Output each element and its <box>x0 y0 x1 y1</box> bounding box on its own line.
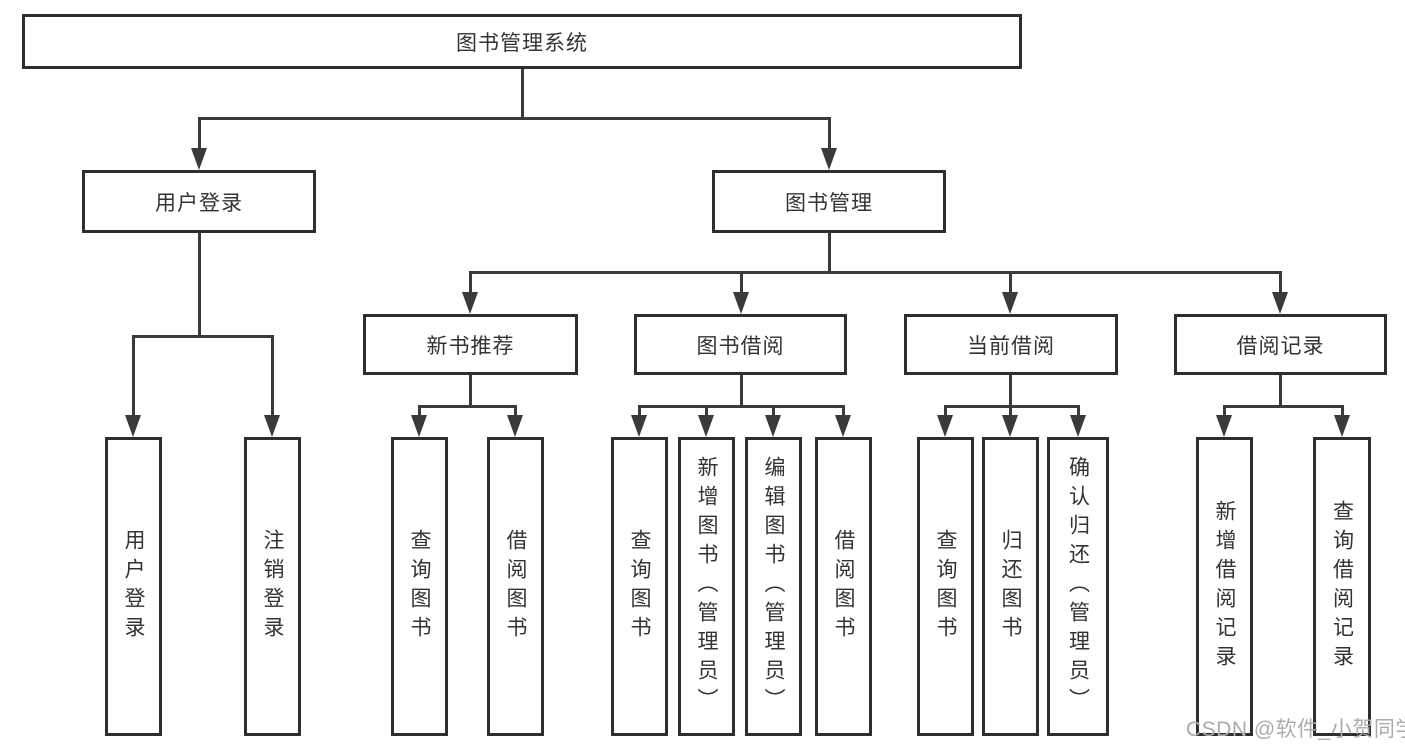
arrow-down-icon <box>191 148 207 170</box>
connector-book-mgmt-drop <box>828 232 831 273</box>
arrow-down-icon <box>411 415 427 437</box>
leaf-label: 查询图书 <box>628 528 651 645</box>
node-root: 图书管理系统 <box>22 14 1022 69</box>
node-current-borrowing-label: 当前借阅 <box>967 334 1055 358</box>
arrow-down-icon <box>1216 415 1232 437</box>
connector-stem-new-books <box>469 271 472 294</box>
leaf-label: 归还图书 <box>999 528 1022 645</box>
node-book-borrowing: 图书借阅 <box>634 314 847 375</box>
connector-stem-leaf <box>418 405 421 417</box>
arrow-down-icon <box>507 415 523 437</box>
connector-stem-user-login <box>198 117 201 150</box>
connector-user-login-drop <box>198 232 201 337</box>
leaf-edit-books-admin: 编辑图书（管理员） <box>745 437 802 736</box>
connector-stem-book-mgmt <box>828 117 831 150</box>
arrow-down-icon <box>1272 292 1288 314</box>
connector-current-borrow-drop <box>1009 375 1012 407</box>
leaf-label: 编辑图书（管理员） <box>762 456 785 717</box>
leaf-query-books-current: 查询图书 <box>917 437 974 736</box>
node-book-management-label: 图书管理 <box>785 191 873 215</box>
node-user-login: 用户登录 <box>82 170 316 233</box>
leaf-label: 注销登录 <box>261 528 284 645</box>
leaf-label: 借阅图书 <box>832 528 855 645</box>
arrow-down-icon <box>937 415 953 437</box>
leaf-confirm-return-admin: 确认归还（管理员） <box>1047 437 1109 736</box>
connector-stem-leaf-login <box>132 335 135 417</box>
connector-stem-book-borrow <box>740 271 743 294</box>
arrow-down-icon <box>765 415 781 437</box>
node-borrowing-records-label: 借阅记录 <box>1236 334 1325 358</box>
leaf-label: 新增图书（管理员） <box>695 456 718 717</box>
node-user-login-label: 用户登录 <box>155 191 243 215</box>
node-current-borrowing: 当前借阅 <box>904 314 1118 375</box>
arrow-down-icon <box>1334 415 1350 437</box>
connector-root-drop <box>521 69 524 119</box>
leaf-user-login: 用户登录 <box>105 437 162 736</box>
connector-borrow-records-splitter <box>1223 405 1344 408</box>
connector-stem-leaf <box>638 405 641 417</box>
leaf-label: 用户登录 <box>122 528 145 645</box>
leaf-label: 新增借阅记录 <box>1213 499 1236 674</box>
connector-current-borrow-splitter <box>944 405 1080 408</box>
leaf-borrow-books-recommend: 借阅图书 <box>487 437 544 736</box>
connector-book-borrow-drop <box>740 375 743 407</box>
connector-stem-leaf <box>705 405 708 417</box>
leaf-query-books-recommend: 查询图书 <box>391 437 448 736</box>
connector-stem-leaf-logout <box>271 335 274 417</box>
arrow-down-icon <box>1002 292 1018 314</box>
arrow-down-icon <box>1070 415 1086 437</box>
leaf-label: 借阅图书 <box>504 528 527 645</box>
node-borrowing-records: 借阅记录 <box>1174 314 1387 375</box>
node-book-management: 图书管理 <box>712 170 946 233</box>
arrow-down-icon <box>1002 415 1018 437</box>
leaf-add-books-admin: 新增图书（管理员） <box>678 437 735 736</box>
leaf-add-borrow-record: 新增借阅记录 <box>1196 437 1253 736</box>
arrow-down-icon <box>733 292 749 314</box>
leaf-borrow-books-borrowing: 借阅图书 <box>815 437 872 736</box>
arrow-down-icon <box>698 415 714 437</box>
connector-stem-borrow-records <box>1279 271 1282 294</box>
connector-stem-leaf <box>842 405 845 417</box>
connector-new-books-drop <box>469 375 472 407</box>
connector-book-borrow-splitter <box>638 405 845 408</box>
connector-level3-splitter <box>469 271 1282 274</box>
arrow-down-icon <box>462 292 478 314</box>
leaf-return-books: 归还图书 <box>982 437 1039 736</box>
leaf-label: 查询图书 <box>408 528 431 645</box>
node-new-book-recommend-label: 新书推荐 <box>426 334 515 358</box>
connector-stem-leaf <box>1341 405 1344 417</box>
connector-stem-leaf <box>1077 405 1080 417</box>
leaf-query-books-borrowing: 查询图书 <box>611 437 668 736</box>
arrow-down-icon <box>264 415 280 437</box>
leaf-label: 查询图书 <box>934 528 957 645</box>
connector-stem-leaf <box>514 405 517 417</box>
connector-stem-leaf <box>1009 405 1012 417</box>
connector-new-books-splitter <box>418 405 517 408</box>
arrow-down-icon <box>821 148 837 170</box>
node-book-borrowing-label: 图书借阅 <box>696 334 785 358</box>
arrow-down-icon <box>631 415 647 437</box>
connector-level2-splitter <box>198 117 831 120</box>
watermark-text: CSDN @软件_小贺同学 <box>1186 718 1405 741</box>
node-new-book-recommend: 新书推荐 <box>363 314 578 375</box>
connector-stem-leaf <box>944 405 947 417</box>
leaf-logout: 注销登录 <box>244 437 301 736</box>
leaf-label: 确认归还（管理员） <box>1066 456 1090 717</box>
connector-stem-leaf <box>1223 405 1226 417</box>
connector-stem-current-borrow <box>1009 271 1012 294</box>
arrow-down-icon <box>125 415 141 437</box>
connector-borrow-records-drop <box>1279 375 1282 407</box>
leaf-query-borrow-record: 查询借阅记录 <box>1313 437 1371 736</box>
leaf-label: 查询借阅记录 <box>1330 499 1354 674</box>
node-root-label: 图书管理系统 <box>456 31 588 55</box>
connector-user-login-splitter <box>132 335 274 338</box>
arrow-down-icon <box>835 415 851 437</box>
connector-stem-leaf <box>772 405 775 417</box>
